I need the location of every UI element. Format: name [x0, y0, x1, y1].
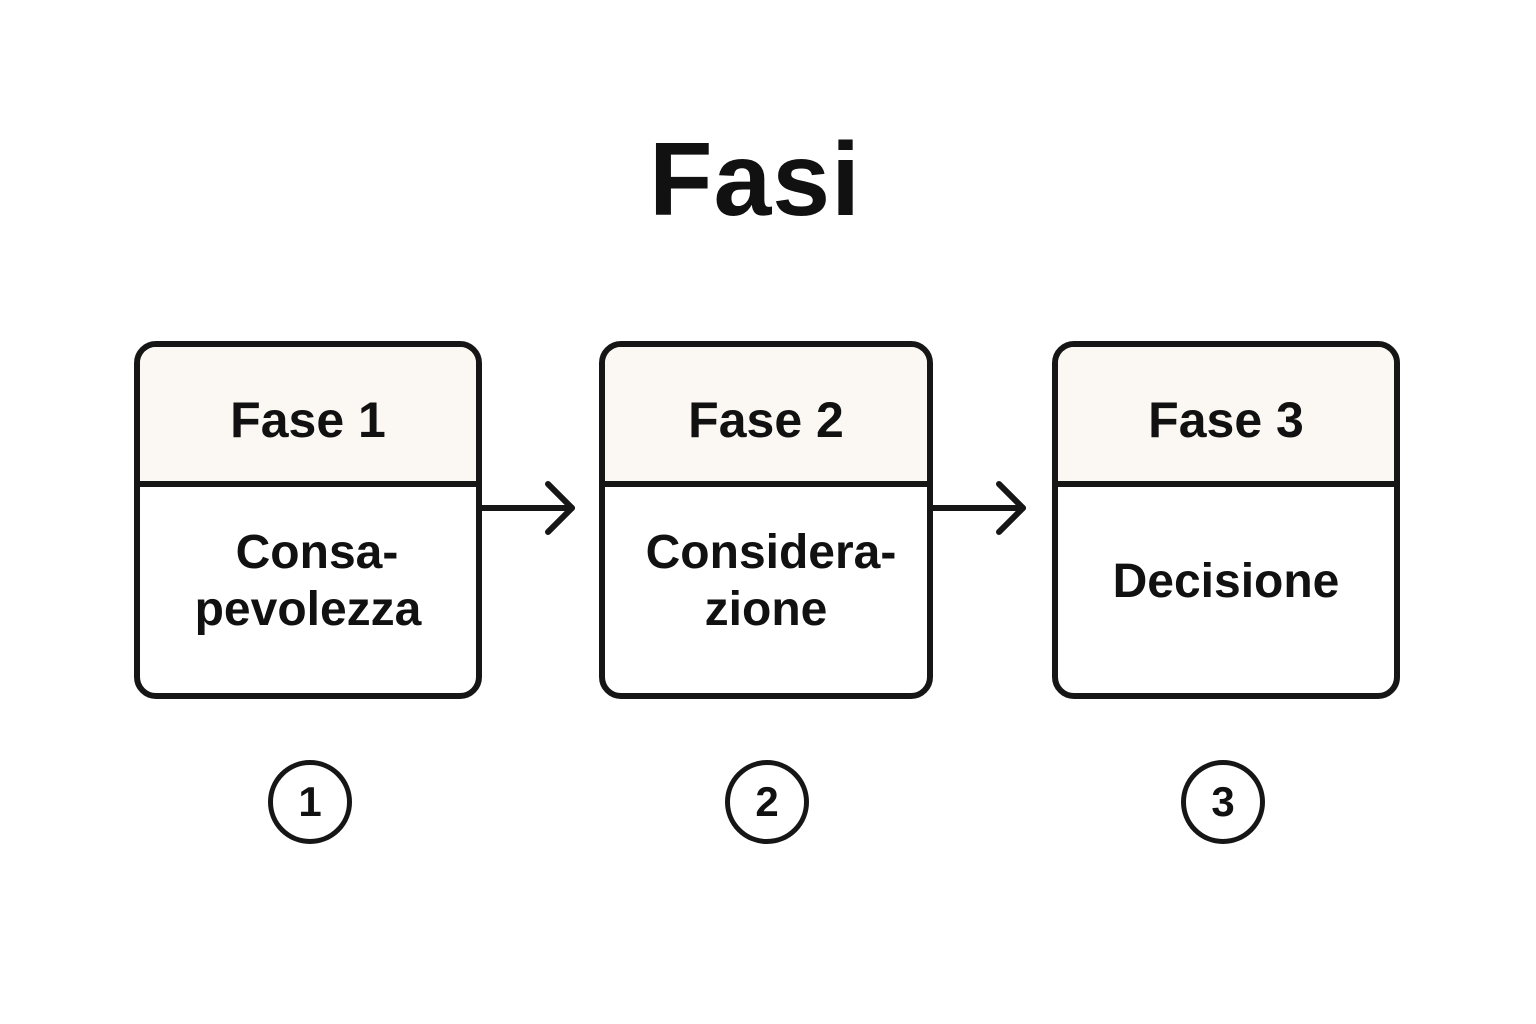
stage-header-3: Fase 3 — [1058, 347, 1394, 487]
stage-header-2: Fase 2 — [605, 347, 927, 487]
stage-body-2: Considera- zione — [605, 487, 927, 693]
arrow-right-icon — [929, 481, 1026, 535]
stage-box-1: Fase 1 Consa- pevolezza — [134, 341, 482, 699]
diagram-title: Fasi — [648, 122, 862, 238]
step-number-1: 1 — [268, 760, 352, 844]
arrow-right-icon — [478, 481, 575, 535]
stage-label-line: zione — [704, 583, 828, 636]
stage-body-3: Decisione — [1058, 487, 1394, 693]
stage-label-line: Considera- — [645, 526, 897, 580]
stage-label-line: pevolezza — [194, 583, 422, 636]
stage-header-1: Fase 1 — [140, 347, 476, 487]
stage-label-line: Decisione — [1112, 554, 1340, 608]
stage-body-1: Consa- pevolezza — [140, 487, 476, 693]
step-number-3: 3 — [1181, 760, 1265, 844]
step-number-2: 2 — [725, 760, 809, 844]
stage-box-2: Fase 2 Considera- zione — [599, 341, 933, 699]
stage-label-line: Consa- — [235, 526, 399, 580]
stage-box-3: Fase 3 Decisione — [1052, 341, 1400, 699]
